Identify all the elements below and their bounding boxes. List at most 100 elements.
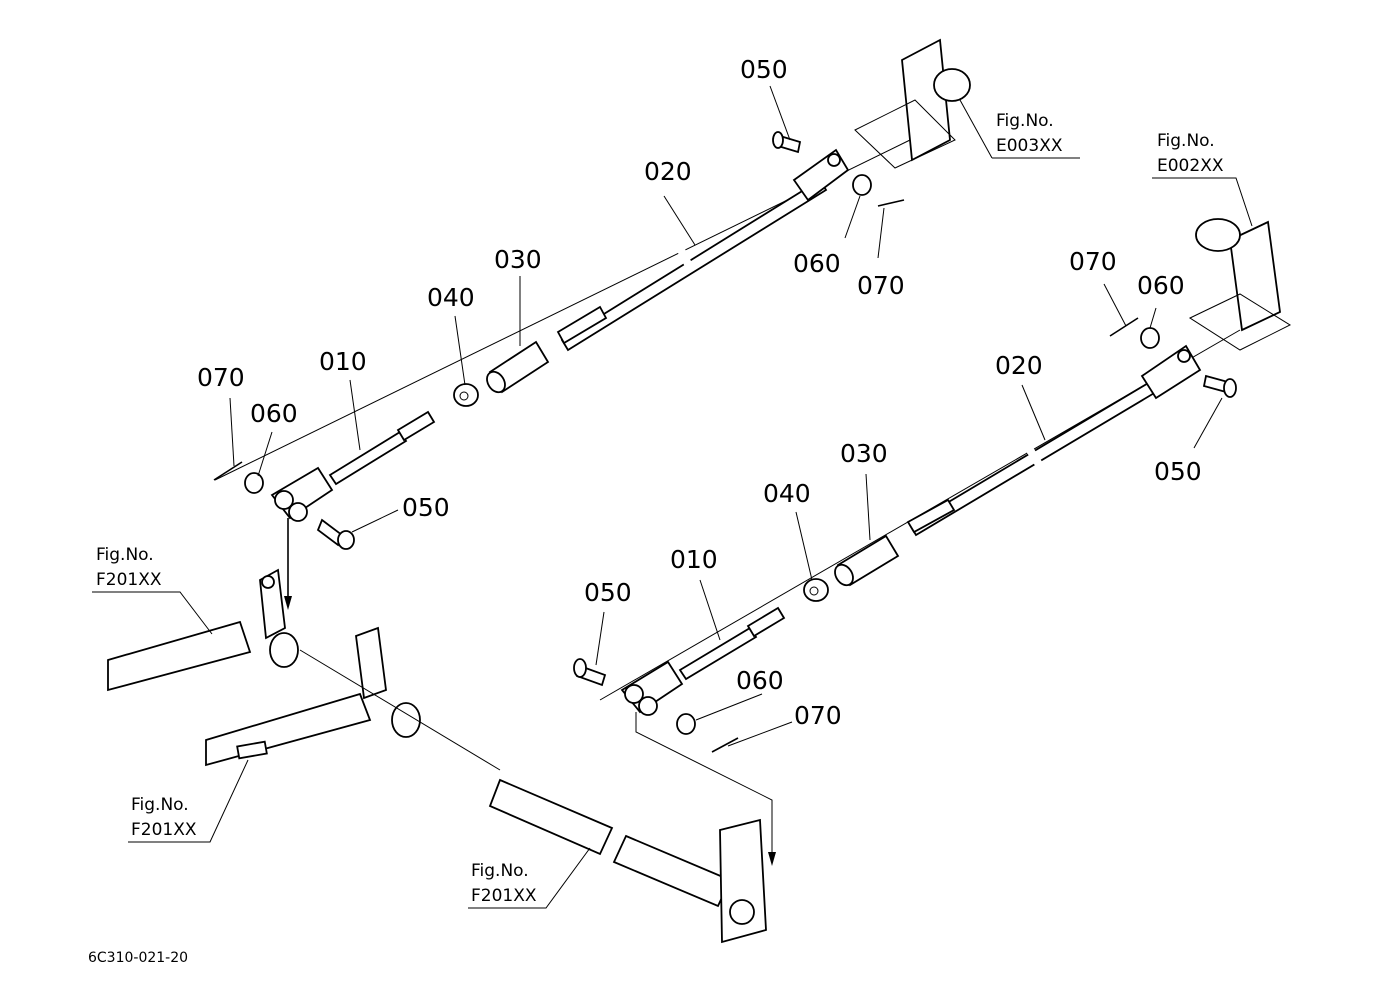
lbl-060-upper-right: 060	[793, 249, 841, 278]
lower-rod-assembly	[573, 218, 1292, 866]
leader-070-upper-left	[229, 397, 235, 467]
lower-nut-040	[803, 578, 829, 602]
fig-ref-f201-a: Fig.No. F201XX	[96, 545, 162, 590]
upper-thread-020	[556, 305, 608, 345]
lower-pin-left-head	[573, 658, 587, 678]
upper-cotter-070-left	[213, 461, 243, 481]
lever-mid	[355, 626, 387, 700]
leader-070-lower-right	[1103, 283, 1127, 327]
leader-lines	[92, 85, 1253, 909]
fig-f201-c-line1: Fig.No.	[471, 861, 529, 881]
lower-down-arrow-head	[768, 852, 776, 866]
lower-clevis-020-hole	[1177, 349, 1191, 363]
shaft-axis-line	[299, 649, 501, 771]
lbl-010-upper: 010	[319, 347, 367, 376]
lbl-060-lower: 060	[736, 666, 784, 695]
fig-ref-f201-b: Fig.No. F201XX	[131, 795, 197, 840]
upper-pin-head	[337, 530, 355, 550]
leader-060-lower-right	[1149, 307, 1157, 329]
leader-060-upper-right	[844, 195, 861, 239]
lower-thread-020	[906, 498, 956, 534]
fig-f201-c-line2: F201XX	[471, 886, 537, 906]
lower-clevis-hole	[624, 684, 644, 704]
upper-down-arrow-head	[284, 596, 292, 610]
fig-f201-a-line1: Fig.No.	[96, 545, 154, 565]
fig-e002-line1: Fig.No.	[1157, 131, 1215, 151]
lbl-070-upper-left: 070	[197, 363, 245, 392]
lower-nut-hole	[809, 586, 819, 596]
leader-040-lower	[795, 511, 813, 581]
leader-060-upper-left	[257, 431, 273, 477]
fig-e003-line2: E003XX	[996, 136, 1063, 156]
upper-cotter-070-right	[877, 199, 905, 207]
bracket-e002	[1229, 220, 1281, 332]
leader-fig-f201-b	[128, 759, 249, 843]
lower-clevis-020	[1140, 344, 1202, 400]
bracket-e002-plane	[1188, 293, 1292, 351]
bracket-e003	[901, 38, 951, 162]
leader-040-upper	[454, 315, 466, 386]
lbl-070-lower-right: 070	[1069, 247, 1117, 276]
lever-right-hole	[729, 899, 755, 925]
leader-050-upper-left	[351, 509, 399, 533]
lbl-050-top: 050	[740, 55, 788, 84]
fig-f201-b-line1: Fig.No.	[131, 795, 189, 815]
lbl-020-upper: 020	[644, 157, 692, 186]
lower-thread-010	[746, 606, 786, 638]
lower-pin-right-head	[1223, 378, 1237, 398]
leader-020-lower	[1021, 384, 1046, 441]
lbl-060-upper-left: 060	[250, 399, 298, 428]
upper-washer-060-right	[852, 174, 872, 196]
leader-050-lower-left	[595, 611, 605, 666]
lower-cotter-070-right	[1109, 317, 1139, 337]
leader-070-upper-right	[877, 207, 885, 259]
lbl-020-lower: 020	[995, 351, 1043, 380]
fig-f201-b-line2: F201XX	[131, 820, 197, 840]
shaft-mid	[205, 692, 372, 767]
lever-left-hole	[261, 575, 275, 589]
lbl-050-upper-left: 050	[402, 493, 450, 522]
lbl-030-lower: 030	[840, 439, 888, 468]
lbl-050-lower-right: 050	[1154, 457, 1202, 486]
upper-clevis-hole-2	[288, 502, 308, 522]
fig-ref-e003: Fig.No. E003XX	[996, 111, 1063, 156]
leader-010-lower	[699, 579, 721, 641]
lbl-040-upper: 040	[427, 283, 475, 312]
leader-020-upper	[663, 195, 696, 246]
part-callouts: 050 020 030 040 010 070 060 050 060 070 …	[197, 55, 1202, 730]
figure-references: Fig.No. E003XX Fig.No. E002XX Fig.No. F2…	[96, 111, 1224, 906]
leader-fig-e002	[1152, 177, 1253, 227]
fig-e002-line2: E002XX	[1157, 156, 1224, 176]
upper-turnbuckle-end	[486, 370, 506, 394]
upper-thread-010	[396, 410, 436, 442]
upper-pin-top-head	[772, 131, 784, 149]
lbl-010-lower: 010	[670, 545, 718, 574]
key-part	[236, 740, 268, 760]
lower-washer-060-right	[1140, 327, 1160, 349]
lower-rod-010	[678, 626, 758, 681]
leader-050-top	[769, 85, 791, 141]
lbl-030-upper: 030	[494, 245, 542, 274]
lower-washer-060	[676, 713, 696, 735]
shaft-assembly	[107, 568, 767, 944]
shaft-long-2	[612, 834, 732, 908]
upper-rod-010	[328, 430, 408, 486]
fig-ref-e002: Fig.No. E002XX	[1157, 131, 1224, 176]
bracket-e002-boss	[1195, 218, 1241, 252]
upper-rod-020	[560, 178, 828, 352]
lbl-040-lower: 040	[763, 479, 811, 508]
lbl-060-lower-right: 060	[1137, 271, 1185, 300]
leader-010-upper	[349, 379, 361, 451]
upper-rod-assembly	[213, 38, 971, 610]
lower-rod-break	[1026, 447, 1044, 469]
shaft-long	[488, 778, 614, 856]
lbl-070-lower: 070	[794, 701, 842, 730]
upper-clevis-hole	[274, 490, 294, 510]
drawing-code: 6C310-021-20	[88, 950, 188, 966]
leader-070-lower	[727, 721, 793, 747]
lower-down-arrow	[635, 712, 773, 860]
shaft-left	[107, 620, 252, 692]
leader-060-lower	[695, 693, 763, 721]
